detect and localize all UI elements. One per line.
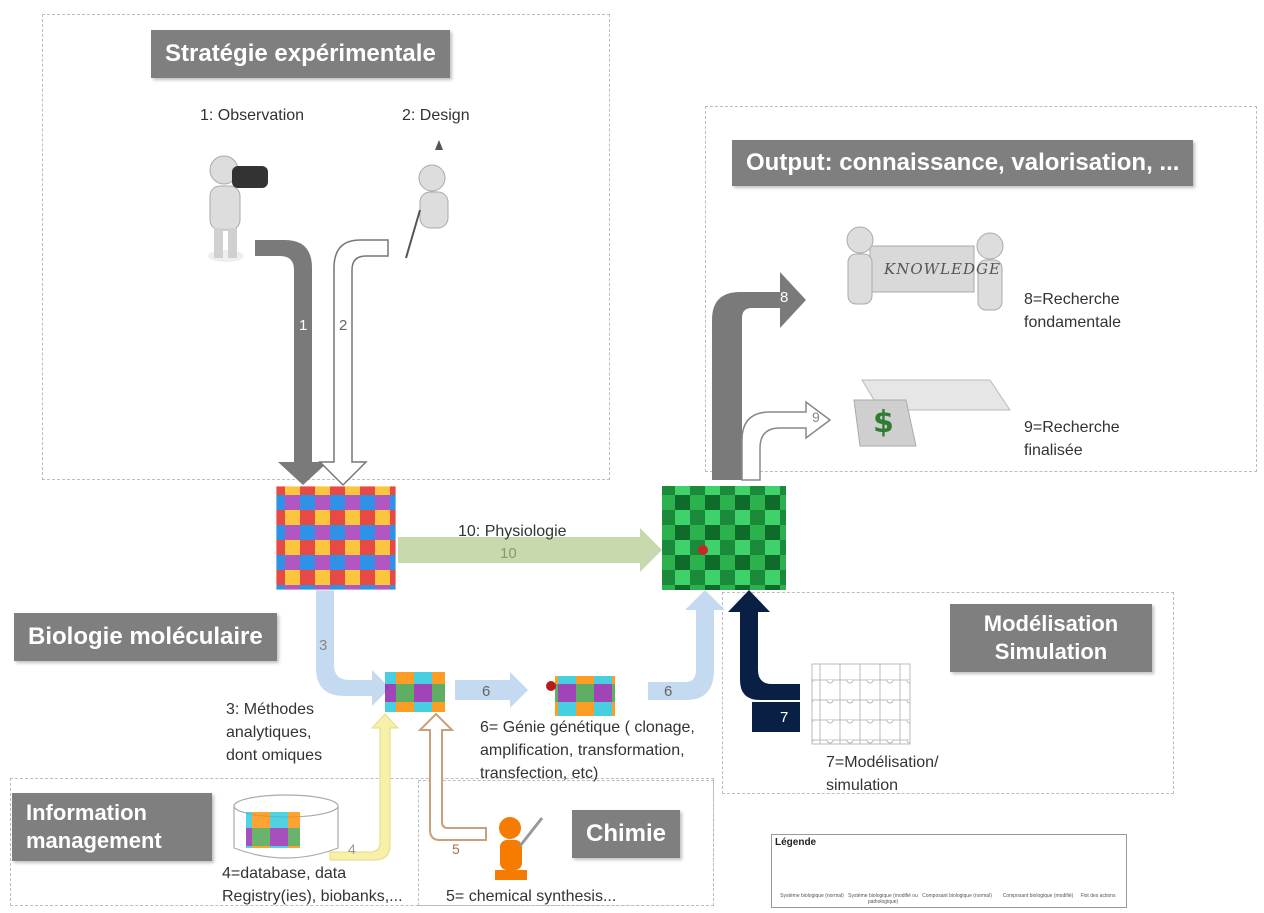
arrow-number-10: 10: [500, 545, 517, 562]
arrow-number-3: 3: [319, 637, 328, 654]
arrow-number-6b: 6: [664, 683, 673, 700]
database-label-1: 4=database, data: [222, 865, 347, 882]
arrow-number-2: 2: [339, 317, 348, 334]
svg-text:$: $: [873, 405, 894, 440]
arrow-number-6a: 6: [482, 683, 491, 700]
binoculars-figure-icon: [208, 155, 268, 262]
arrow-chemical: [417, 712, 487, 841]
methodes-label-1: 3: Méthodes: [226, 701, 315, 718]
arrow-physiologie: [398, 528, 662, 572]
legend: [771, 834, 1127, 908]
arrow-number-7: 7: [780, 709, 789, 726]
output-frame: [705, 106, 1257, 472]
knowledge-puzzle-figures-icon: [846, 226, 1004, 311]
biological-system-normal-icon: [275, 485, 397, 591]
arrow-recherche-finalisee: [741, 400, 832, 481]
arrow-methodes: [316, 590, 390, 706]
arrow-modelisation: [728, 590, 800, 732]
arrow-genie-b: [648, 590, 725, 700]
arrow-number-8: 8: [780, 289, 789, 306]
recherche-finalisee-label-1: 9=Recherche: [1024, 419, 1120, 436]
legend-item-3: Composant biologique (normal): [922, 893, 992, 899]
modelisation-title-line1: Modélisation: [983, 611, 1119, 636]
modelisation-title-line2: Simulation: [994, 639, 1108, 664]
observation-label: 1: Observation: [200, 107, 305, 124]
modelisation-title: Modélisation Simulation: [950, 604, 1152, 672]
genie-label-3: transfection, etc): [480, 765, 599, 782]
arrow-design: [318, 239, 389, 487]
information-title-line1: Information: [26, 800, 147, 825]
biological-component-normal-icon: [385, 672, 445, 712]
recherche-fondamentale-label-2: fondamentale: [1024, 314, 1121, 331]
arrow-number-1: 1: [299, 317, 308, 334]
dollar-puzzle-icon: $: [853, 379, 1011, 447]
arrow-database: [329, 713, 400, 861]
chimie-title: Chimie: [572, 810, 681, 858]
strategie-title: Stratégie expérimentale: [151, 30, 450, 78]
arrow-number-9: 9: [812, 409, 820, 425]
recherche-fondamentale-label-1: 8=Recherche: [1024, 291, 1120, 308]
output-title: Output: connaissance, valorisation, ...: [732, 140, 1194, 186]
arrow-number-4: 4: [348, 841, 356, 857]
database-cylinder-icon: [233, 794, 339, 859]
biologie-title: Biologie moléculaire: [14, 613, 277, 661]
arrow-observation: [255, 240, 328, 485]
knowledge-text: KNOWLEDGE: [884, 260, 1001, 278]
modsim-label-2: simulation: [826, 777, 899, 794]
designer-figure-icon: [405, 140, 449, 259]
modelisation-frame: [722, 592, 1174, 794]
legend-item-2: Système biologique (modifié ou pathologi…: [848, 893, 918, 905]
chimie-frame: [418, 780, 714, 906]
biological-component-modified-icon: [546, 676, 615, 716]
modsim-label-1: 7=Modélisation/: [826, 754, 939, 771]
biological-system-modified-icon: [662, 486, 786, 590]
modelisation-puzzle-grid-icon: [811, 663, 911, 745]
arrow-number-5: 5: [452, 841, 460, 857]
chemist-figure-icon: [495, 817, 544, 880]
legend-item-4: Composant biologique (modifié): [1002, 893, 1074, 899]
design-label: 2: Design: [402, 107, 470, 124]
arrow-recherche-fondamentale: [712, 272, 806, 480]
methodes-label-3: dont omiques: [226, 747, 323, 764]
legend-title: Légende: [775, 837, 817, 848]
chemical-label: 5= chemical synthesis...: [446, 888, 617, 905]
arrow-genie-a: [455, 672, 528, 708]
genie-label-1: 6= Génie génétique ( clonage,: [480, 719, 695, 736]
strategie-frame: [42, 14, 610, 480]
information-title: Information management: [12, 793, 212, 861]
database-label-2: Registry(ies), biobanks,...: [222, 888, 403, 905]
information-title-line2: management: [26, 828, 162, 853]
physiologie-label: 10: Physiologie: [458, 523, 567, 540]
legend-item-5: Flot des actions: [1080, 893, 1116, 899]
recherche-finalisee-label-2: finalisée: [1024, 442, 1083, 459]
methodes-label-2: analytiques,: [226, 724, 312, 741]
genie-label-2: amplification, transformation,: [480, 742, 685, 759]
legend-item-1: Système biologique (normal): [780, 893, 844, 899]
